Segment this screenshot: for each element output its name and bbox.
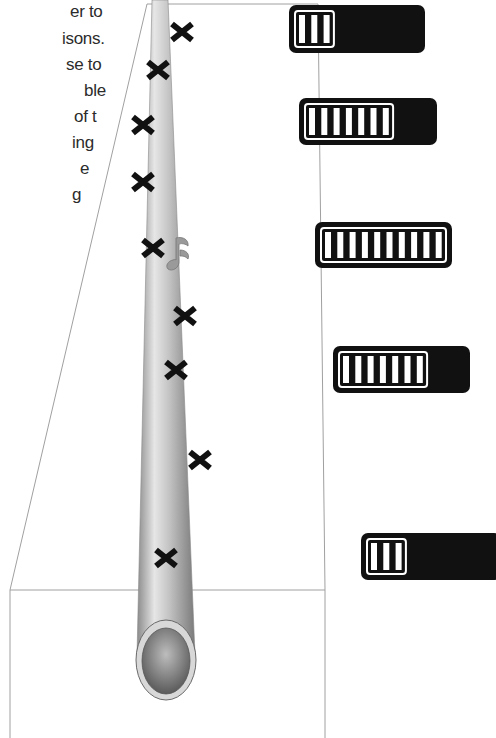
signal-gauge — [289, 5, 425, 53]
x-mark — [166, 362, 186, 378]
x-mark — [133, 117, 153, 133]
signal-gauge — [299, 98, 437, 145]
signal-gauge — [315, 222, 452, 268]
x-marks — [133, 24, 210, 566]
x-mark — [175, 308, 195, 324]
text-fragment: ing — [72, 133, 94, 153]
x-mark — [172, 24, 192, 40]
x-mark — [190, 452, 210, 468]
pipe — [136, 0, 196, 700]
music-note-symbol — [167, 237, 189, 270]
signal-gauges — [289, 5, 496, 580]
signal-gauge — [361, 533, 496, 580]
text-fragment: er to — [70, 2, 103, 22]
text-fragment: of t — [74, 107, 96, 127]
text-fragment: e — [80, 159, 89, 179]
signal-gauge — [333, 346, 470, 393]
text-fragment: g — [72, 185, 81, 205]
x-mark — [156, 550, 176, 566]
text-fragment: isons. — [62, 29, 105, 49]
x-mark — [148, 62, 168, 78]
text-fragment: ble — [84, 81, 106, 101]
text-fragment: se to — [66, 55, 101, 75]
x-mark — [143, 240, 163, 256]
x-mark — [133, 174, 153, 190]
